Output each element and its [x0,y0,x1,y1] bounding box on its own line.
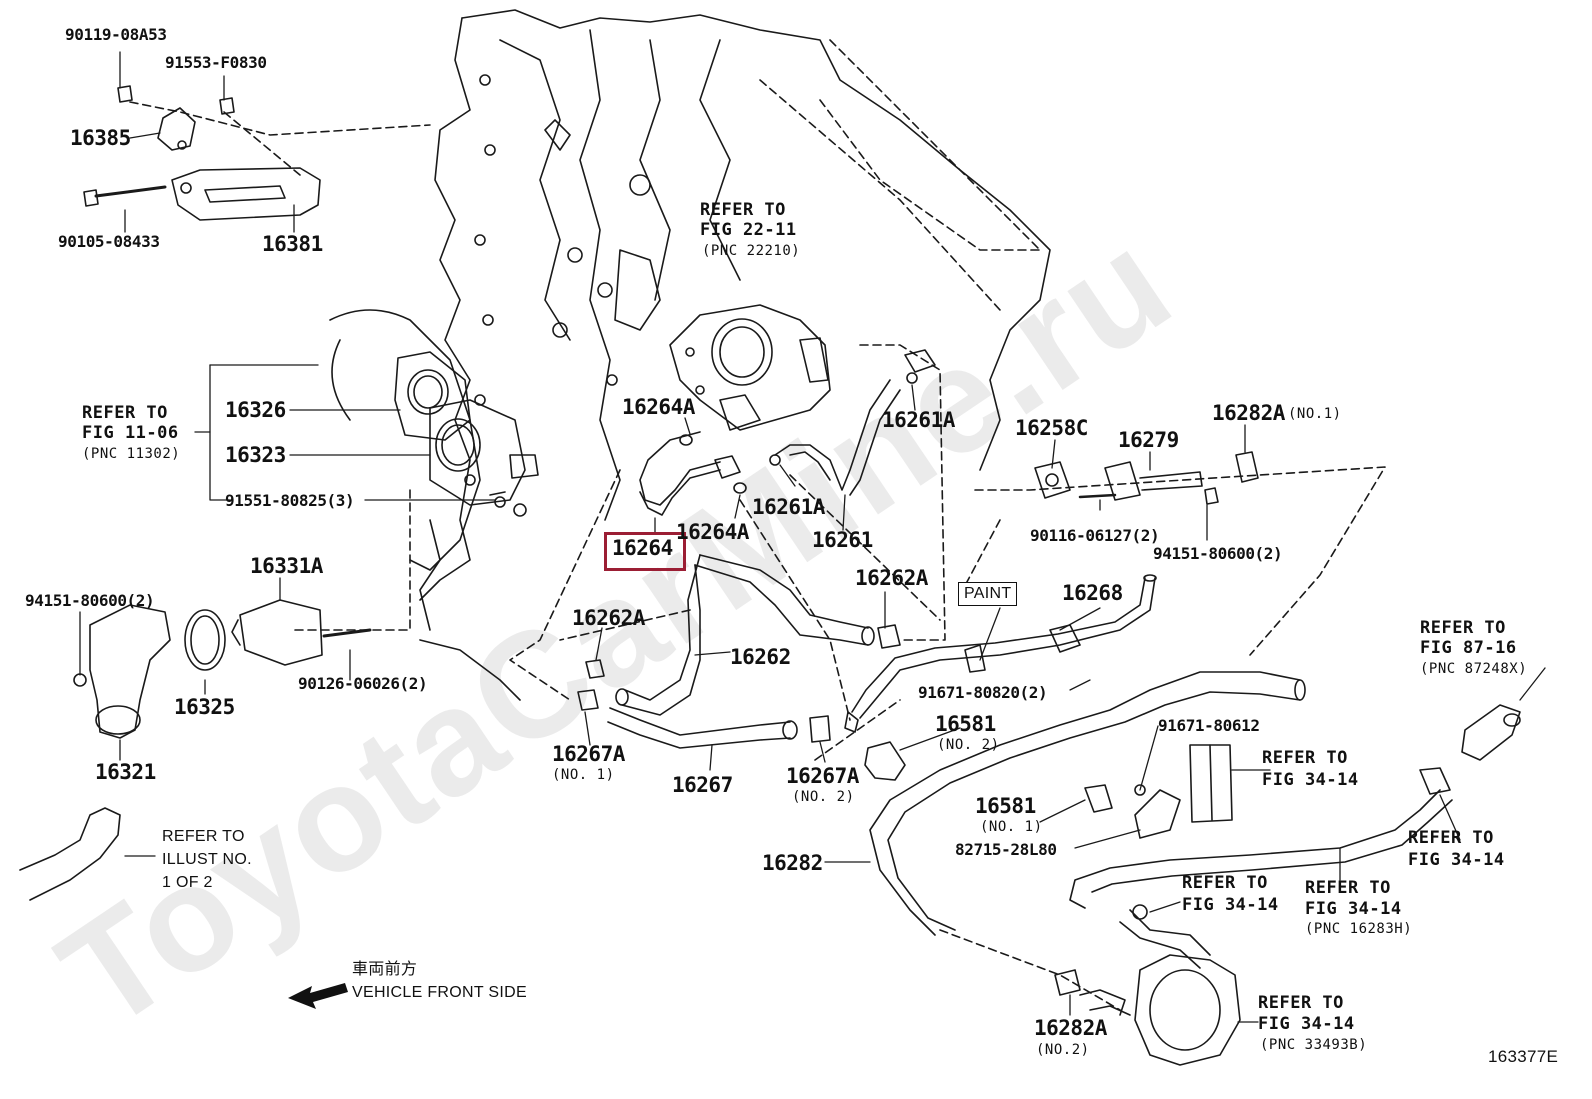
hose-illustration [19,807,121,901]
label-16267A-left[interactable]: 16267A [552,742,625,766]
refer-fig22-line2[interactable]: FIG 22-11 [700,220,797,240]
label-16262A-right[interactable]: 16262A [855,566,928,590]
refer-fig34e-line3: (PNC 33493B) [1260,1037,1368,1053]
refer-fig34c-line1[interactable]: REFER TO [1182,873,1268,893]
label-16581-top[interactable]: 16581 [935,712,996,736]
label-16282[interactable]: 16282 [762,851,823,875]
vehicle-front-en: VEHICLE FRONT SIDE [352,984,527,1001]
label-16581-bottom[interactable]: 16581 [975,794,1036,818]
paint-label: PAINT [964,585,1012,602]
label-16267A-left-no: (NO. 1) [552,767,615,783]
hose-16267 [577,659,831,749]
refer-fig34c-line2[interactable]: FIG 34-14 [1182,895,1279,915]
label-16381[interactable]: 16381 [262,232,323,256]
pipe-16279 [1034,451,1259,505]
label-16262[interactable]: 16262 [730,645,791,669]
label-16282A-top-no: (NO.1) [1288,406,1342,422]
label-91553[interactable]: 91553-F0830 [165,53,267,72]
connector-87248x [1461,704,1521,761]
bracket-16381 [83,85,321,221]
refer-fig34b-line1[interactable]: REFER TO [1408,828,1494,848]
label-16581-top-no: (NO. 2) [937,737,1000,753]
label-16267A-right[interactable]: 16267A [786,764,859,788]
label-16282A-bottom[interactable]: 16282A [1034,1016,1107,1040]
refer-fig87-line3: (PNC 87248X) [1420,661,1528,677]
label-16261[interactable]: 16261 [812,528,873,552]
label-16385[interactable]: 16385 [70,126,131,150]
label-16264[interactable]: 16264 [612,536,673,560]
label-16261A-mid[interactable]: 16261A [752,495,825,519]
label-16262A-left[interactable]: 16262A [572,606,645,630]
bracket-right [1189,744,1233,823]
refer-fig34e-line2[interactable]: FIG 34-14 [1258,1014,1355,1034]
refer-fig11-line1[interactable]: REFER TO [82,403,168,423]
label-91671-80612[interactable]: 91671-80612 [1158,716,1260,735]
label-90126[interactable]: 90126-06026(2) [298,674,428,693]
label-16261A-top[interactable]: 16261A [882,408,955,432]
refer-fig11-line2[interactable]: FIG 11-06 [82,423,179,443]
label-16267A-right-no: (NO. 2) [792,789,855,805]
refer-fig11-line3: (PNC 11302) [82,446,181,462]
clamps-16581 [864,741,1181,839]
label-16326[interactable]: 16326 [225,398,286,422]
label-16282A-bottom-no: (NO.2) [1036,1042,1090,1058]
hose-16262 [615,554,901,716]
label-16264A-bottom[interactable]: 16264A [676,520,749,544]
label-16331A[interactable]: 16331A [250,554,323,578]
label-16323[interactable]: 16323 [225,443,286,467]
label-16268[interactable]: 16268 [1062,581,1123,605]
refer-fig34e-line1[interactable]: REFER TO [1258,993,1344,1013]
refer-fig22-line3: (PNC 22210) [702,243,801,259]
label-94151-left[interactable]: 94151-80600(2) [25,591,155,610]
dashed-leaders [129,101,1386,1011]
vehicle-front-jp: 車両前方 [352,961,418,978]
refer-fig34b-line2[interactable]: FIG 34-14 [1408,850,1505,870]
refer-fig34a-line2[interactable]: FIG 34-14 [1262,770,1359,790]
label-16325[interactable]: 16325 [174,695,235,719]
refer-illust-line2[interactable]: ILLUST NO. [162,851,252,868]
water-inlet-housing [394,351,539,508]
refer-fig87-line2[interactable]: FIG 87-16 [1420,638,1517,658]
refer-illust-line3[interactable]: 1 OF 2 [162,874,213,891]
label-16321[interactable]: 16321 [95,760,156,784]
front-arrow-icon [288,983,348,1009]
oil-cooler [1054,904,1241,1066]
label-91551[interactable]: 91551-80825(3) [225,491,355,510]
label-16282A-top[interactable]: 16282A [1212,401,1285,425]
refer-fig22-line1[interactable]: REFER TO [700,200,786,220]
pipe-16268 [844,574,1157,733]
throttle-body [669,304,831,431]
paint-tag[interactable]: PAINT [958,582,1018,606]
label-16267[interactable]: 16267 [672,773,733,797]
refer-fig87-line1[interactable]: REFER TO [1420,618,1506,638]
label-90116[interactable]: 90116-06127(2) [1030,526,1160,545]
highlight-box [604,532,686,571]
refer-fig34d-line3: (PNC 16283H) [1305,921,1413,937]
label-91671-80820[interactable]: 91671-80820(2) [918,683,1048,702]
label-94151-right[interactable]: 94151-80600(2) [1153,544,1283,563]
refer-fig34d-line1[interactable]: REFER TO [1305,878,1391,898]
label-16581-bottom-no: (NO. 1) [980,819,1043,835]
leader-lines [79,51,1546,1023]
label-16258C[interactable]: 16258C [1015,416,1088,440]
refer-fig34a-line1[interactable]: REFER TO [1262,748,1348,768]
hose-16264 [639,431,747,516]
figure-id: 163377E [1488,1047,1559,1066]
hose-16261 [769,349,936,496]
hose-16282 [869,671,1453,936]
refer-illust-line1[interactable]: REFER TO [162,828,245,845]
label-90119[interactable]: 90119-08A53 [65,25,167,44]
label-16264A-top[interactable]: 16264A [622,395,695,419]
label-90105[interactable]: 90105-08433 [58,232,160,251]
label-82715[interactable]: 82715-28L80 [955,840,1057,859]
label-16279[interactable]: 16279 [1118,428,1179,452]
engine-block [329,9,1051,701]
refer-fig34d-line2[interactable]: FIG 34-14 [1305,899,1402,919]
